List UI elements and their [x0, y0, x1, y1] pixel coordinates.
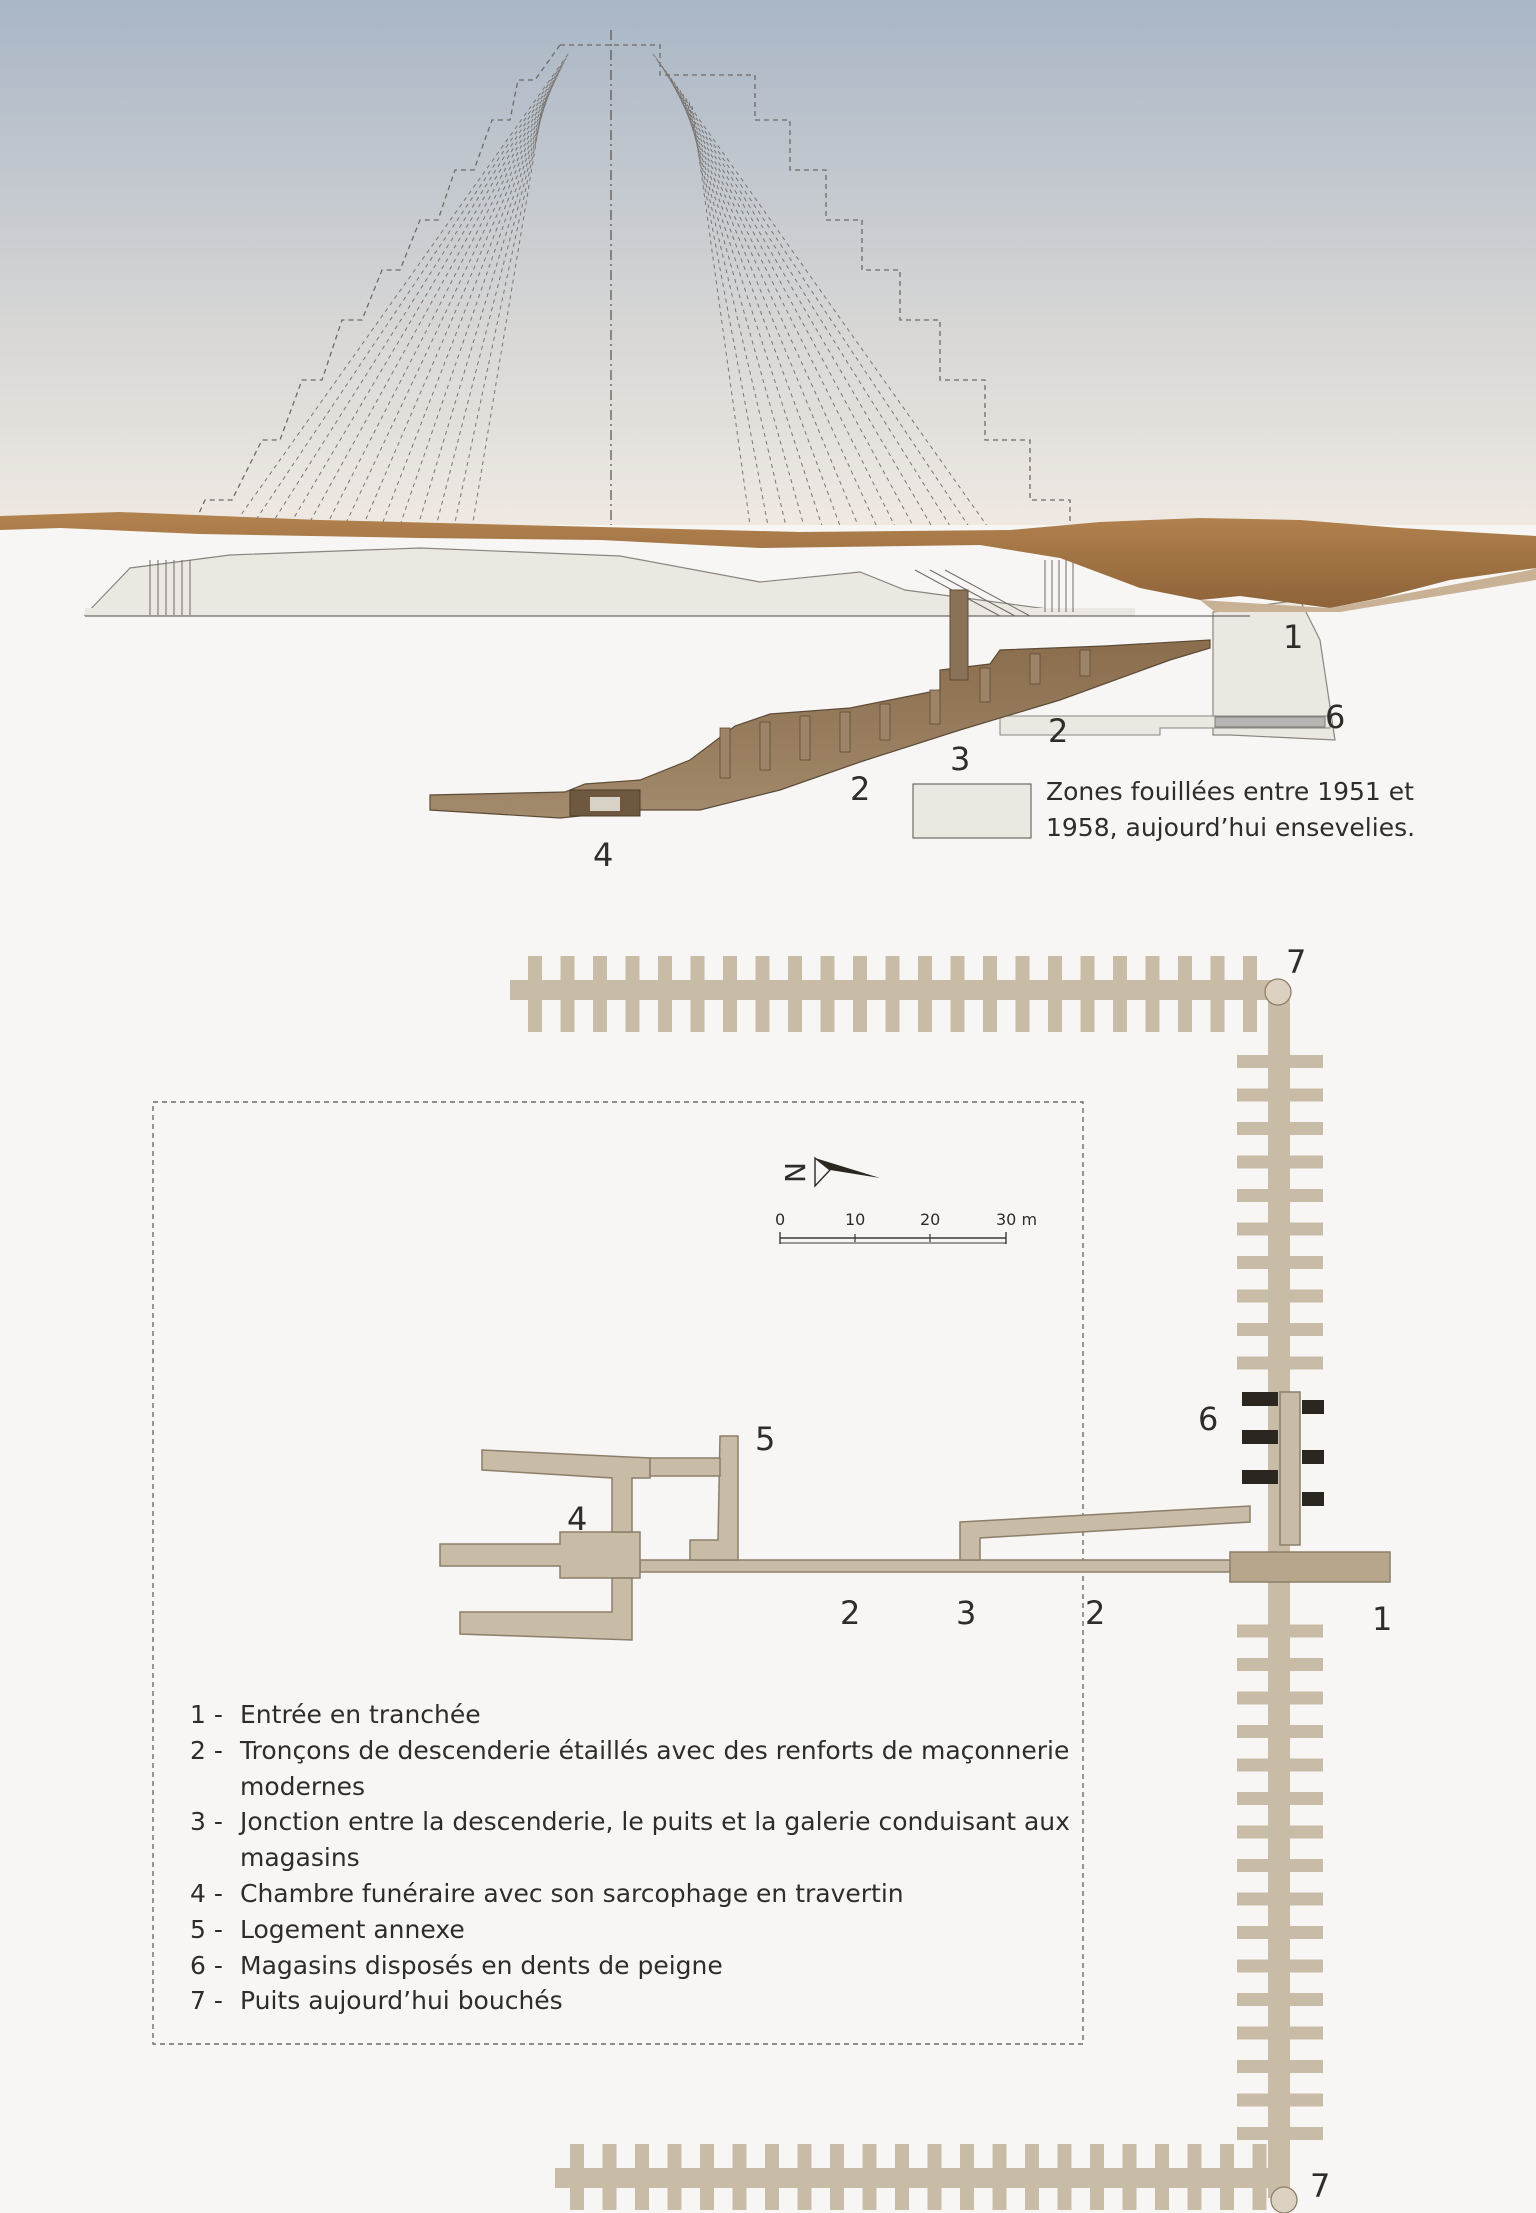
legend-text: Jonction entre la descenderie, le puits …	[240, 1807, 1070, 1873]
plan-callout-2b: 2	[1085, 1594, 1105, 1632]
magazine-teeth-6	[1242, 1392, 1324, 1506]
plan-callout-7a: 7	[1286, 943, 1306, 981]
section-callout-3: 3	[950, 740, 970, 778]
legend-number: 4 -	[190, 1878, 223, 1908]
north-arrow-icon: N	[779, 1156, 880, 1188]
plan-callout-4: 4	[567, 1500, 587, 1538]
legend-item-2: 2 - Tronçons de descenderie étaillés avec…	[190, 1733, 1070, 1805]
plan-callout-3: 3	[956, 1594, 976, 1632]
sky-background	[0, 0, 1536, 525]
perimeter-galleries	[510, 956, 1323, 2210]
shaft-markers-7	[1264, 978, 1298, 2213]
west-gallery-upper	[481, 1449, 651, 1533]
scale-bar: 0 10 20 30 m	[775, 1210, 1037, 1244]
section-callout-6: 6	[1325, 698, 1345, 736]
chamber-complex	[439, 1531, 641, 1579]
legend-text: Entrée en tranchée	[240, 1700, 481, 1729]
section-callout-1: 1	[1283, 618, 1303, 656]
legend-number: 5 -	[190, 1914, 223, 1944]
plan-callout-5: 5	[755, 1420, 775, 1458]
legend-number: 6 -	[190, 1950, 223, 1980]
section-view: 1 6 2 3 2 4	[0, 0, 1536, 874]
section-callout-2a: 2	[1048, 712, 1068, 750]
plan-callout-1: 1	[1372, 1600, 1392, 1638]
corridor-pillars	[719, 649, 1091, 779]
underground-corridors	[439, 1391, 1391, 1641]
excavated-zone-note: Zones fouillées entre 1951 et 1958, aujo…	[1046, 777, 1416, 842]
vertical-shaft-section	[949, 589, 969, 681]
annex-gallery-link	[649, 1457, 721, 1477]
legend-number: 3 -	[190, 1807, 223, 1837]
west-gallery-lower	[459, 1577, 633, 1641]
masonry-hatching	[149, 560, 1074, 617]
entrance-trench-plan	[1229, 1551, 1391, 1583]
numbered-legend: 1 - Entrée en tranchée 2 - Tronçons de des…	[190, 1697, 1070, 2019]
scale-tick-10: 10	[845, 1210, 865, 1229]
north-letter: N	[779, 1162, 812, 1183]
plan-callout-2a: 2	[840, 1594, 860, 1632]
pyramid-outline	[149, 44, 1076, 611]
legend-number: 1 -	[190, 1700, 223, 1729]
legend-text: Magasins disposés en dents de peigne	[240, 1950, 723, 1980]
magazine-comb-6	[1279, 1391, 1301, 1546]
plan-view: 7 7 6 5 4 2 3 2 1 N 0 10 20 30 m	[152, 943, 1392, 2213]
legend-item-6: 6 - Magasins disposés en dents de peigne	[190, 1948, 1070, 1984]
legend-item-5: 5 - Logement annexe	[190, 1912, 1070, 1948]
legend-number: 2 -	[190, 1735, 223, 1765]
legend-text: Logement annexe	[240, 1914, 465, 1944]
plan-callout-7b: 7	[1310, 2167, 1330, 2205]
plan-callout-6: 6	[1198, 1400, 1218, 1438]
excavated-zone-swatch	[912, 783, 1032, 839]
main-descending-corridor	[639, 1559, 1241, 1573]
scale-tick-20: 20	[920, 1210, 940, 1229]
scale-tick-0: 0	[775, 1210, 785, 1229]
scale-tick-30: 30 m	[996, 1210, 1037, 1229]
legend-item-4: 4 - Chambre funéraire avec son sarcophage…	[190, 1876, 1070, 1912]
section-callout-4: 4	[593, 836, 613, 874]
legend-item-3: 3 - Jonction entre la descenderie, le pui…	[190, 1804, 1070, 1876]
legend-text: Tronçons de descenderie étaillés avec de…	[240, 1735, 1070, 1801]
legend-item-7: 7 - Puits aujourd’hui bouchés	[190, 1983, 1070, 2019]
annex-lodging	[689, 1435, 739, 1561]
excavated-zone-base	[85, 608, 1135, 616]
legend-number: 7 -	[190, 1986, 223, 2016]
gallery-6-section	[1214, 716, 1326, 728]
legend-text: Puits aujourd’hui bouchés	[240, 1986, 563, 2016]
magazine-access-gallery	[959, 1505, 1251, 1561]
ground-surface	[0, 512, 1536, 608]
legend-text: Chambre funéraire avec son sarcophage en…	[240, 1878, 904, 1908]
legend-item-1: 1 - Entrée en tranchée	[190, 1697, 1070, 1733]
ground-right-slope	[1200, 568, 1536, 612]
descending-corridor-section	[429, 639, 1211, 819]
section-callout-2b: 2	[850, 770, 870, 808]
sarcophagus-section	[590, 797, 620, 811]
